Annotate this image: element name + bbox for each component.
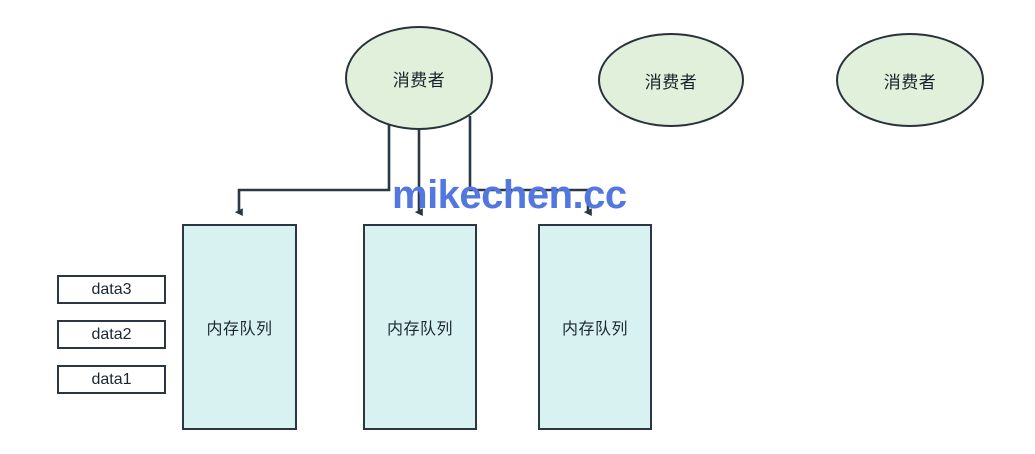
data-item-1[interactable]: data1 [57, 365, 166, 394]
memory-queue-node-3[interactable]: 内存队列 [538, 224, 652, 430]
watermark: mikechen.cc [392, 173, 627, 217]
connector-consumer-to-queue-1 [234, 118, 391, 217]
consumer-node-1[interactable]: 消费者 [345, 26, 493, 130]
consumer-node-2[interactable]: 消费者 [598, 33, 744, 127]
data-item-1-label: data1 [91, 370, 132, 388]
consumer-node-3[interactable]: 消费者 [836, 33, 984, 127]
memory-queue-node-2[interactable]: 内存队列 [363, 224, 477, 430]
consumer-node-1-label: 消费者 [392, 70, 446, 90]
connector-consumer-to-queue-3 [468, 116, 592, 217]
consumer-node-3-label: 消费者 [883, 72, 937, 92]
memory-queue-node-2-label: 内存队列 [386, 321, 453, 338]
data-item-3[interactable]: data3 [57, 275, 166, 304]
memory-queue-node-3-label: 内存队列 [561, 321, 628, 338]
data-item-2-label: data2 [91, 325, 132, 343]
data-item-3-label: data3 [91, 280, 132, 298]
memory-queue-node-1-label: 内存队列 [206, 321, 273, 338]
memory-queue-node-1[interactable]: 内存队列 [182, 224, 297, 430]
consumer-node-2-label: 消费者 [644, 72, 698, 92]
data-item-2[interactable]: data2 [57, 320, 166, 349]
